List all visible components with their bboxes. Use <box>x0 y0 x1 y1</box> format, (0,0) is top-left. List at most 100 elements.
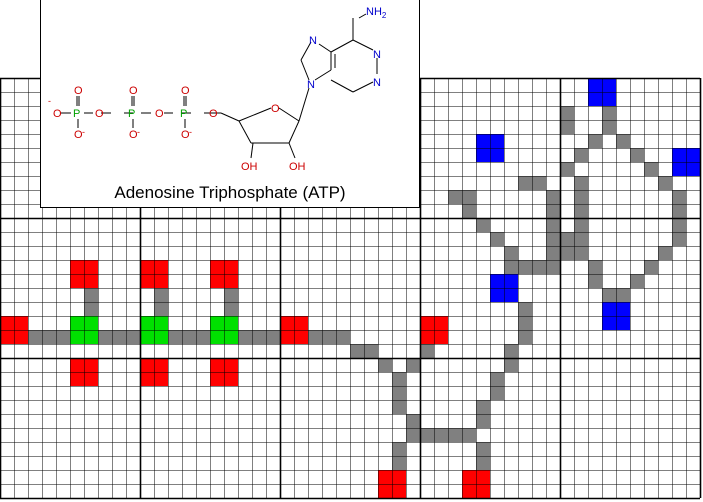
path-cell <box>532 176 546 190</box>
path-cell <box>644 260 658 274</box>
path-cell <box>392 400 406 414</box>
phosphorus-cell <box>70 316 98 344</box>
oxygen-atom-8: O <box>181 85 190 97</box>
path-cell <box>588 260 602 274</box>
path-cell <box>448 190 462 204</box>
path-cell <box>574 204 588 218</box>
phosphorus-cell <box>140 316 168 344</box>
path-cell <box>560 162 574 176</box>
nitrogen-atom-2: N <box>309 35 317 47</box>
path-cell <box>238 330 252 344</box>
path-cell <box>518 260 532 274</box>
oxygen-minus-sign-2: - <box>82 127 85 137</box>
path-cell <box>434 428 448 442</box>
path-cell <box>448 428 462 442</box>
oxygen-atom-4: O <box>95 108 104 120</box>
path-cell <box>630 148 644 162</box>
path-cell <box>490 372 504 386</box>
path-cell <box>476 442 490 456</box>
atp-structure-drawing: P P P - O O O - O O O - O O O - O O <box>48 6 387 173</box>
path-cell <box>336 330 350 344</box>
path-cell <box>476 456 490 470</box>
path-cell <box>112 330 126 344</box>
phosphorus-cell <box>210 316 238 344</box>
oxygen-cell <box>70 358 98 386</box>
path-cell <box>588 134 602 148</box>
path-cell <box>350 344 364 358</box>
path-cell <box>42 330 56 344</box>
path-cell <box>56 330 70 344</box>
path-cell <box>560 106 574 120</box>
path-cell <box>546 204 560 218</box>
path-cell <box>392 372 406 386</box>
nitrogen-cell <box>588 78 616 106</box>
path-cell <box>420 428 434 442</box>
path-cell <box>462 204 476 218</box>
oxygen-cell <box>70 260 98 288</box>
path-cell <box>28 330 42 344</box>
oxygen-minus-sign-3: - <box>137 127 140 137</box>
oxygen-cell <box>420 316 448 344</box>
path-cell <box>616 134 630 148</box>
path-cell <box>490 386 504 400</box>
path-cell <box>518 316 532 330</box>
path-cell <box>602 120 616 134</box>
path-cell <box>154 288 168 302</box>
path-cell <box>476 400 490 414</box>
atp-structure-inset: P P P - O O O - O O O - O O O - O O <box>40 0 420 208</box>
path-cell <box>630 274 644 288</box>
path-cell <box>182 330 196 344</box>
oxygen-labels: - O O O - O O O - O O O - O O OH OH <box>48 85 306 173</box>
path-cell <box>224 288 238 302</box>
path-cell <box>364 344 378 358</box>
path-cell <box>476 218 490 232</box>
path-cell <box>672 218 686 232</box>
nitrogen-atom-4: N <box>373 77 381 89</box>
path-cell <box>518 176 532 190</box>
oxygen-atom-1: O <box>53 108 62 120</box>
nitrogen-cell <box>490 274 518 302</box>
phosphorus-atom-1: P <box>73 108 80 120</box>
oxygen-cell <box>140 358 168 386</box>
path-cell <box>490 232 504 246</box>
path-cell <box>462 428 476 442</box>
oxygen-minus-sign-4: - <box>189 127 192 137</box>
path-cell <box>518 302 532 316</box>
path-cell <box>98 330 112 344</box>
path-cell <box>126 330 140 344</box>
path-cell <box>560 246 574 260</box>
nitrogen-atom-3: N <box>373 49 381 61</box>
path-cell <box>602 106 616 120</box>
oxygen-cell <box>210 358 238 386</box>
path-cell <box>462 190 476 204</box>
oxygen-cell <box>462 470 490 498</box>
path-cell <box>518 330 532 344</box>
oxygen-minus-sign-1: - <box>48 96 51 106</box>
path-cell <box>322 330 336 344</box>
path-cell <box>546 190 560 204</box>
path-cell <box>616 288 630 302</box>
path-cell <box>574 190 588 204</box>
path-cell <box>560 120 574 134</box>
path-cell <box>574 176 588 190</box>
nitrogen-labels: N N N N NH2 <box>307 6 387 91</box>
path-cell <box>588 274 602 288</box>
nitrogen-atom-1: N <box>307 79 315 91</box>
path-cell <box>406 414 420 428</box>
oxygen-cell <box>140 260 168 288</box>
oxygen-cell <box>0 316 28 344</box>
path-cell <box>658 246 672 260</box>
path-cell <box>574 148 588 162</box>
path-cell <box>602 288 616 302</box>
path-cell <box>406 358 420 372</box>
path-cell <box>658 176 672 190</box>
oxygen-cell <box>378 470 406 498</box>
nitrogen-cell <box>672 148 700 176</box>
path-cell <box>168 330 182 344</box>
path-cell <box>224 302 238 316</box>
hydroxyl-group-1: OH <box>241 161 258 173</box>
oxygen-atom-2: O <box>74 85 83 97</box>
path-cell <box>196 330 210 344</box>
